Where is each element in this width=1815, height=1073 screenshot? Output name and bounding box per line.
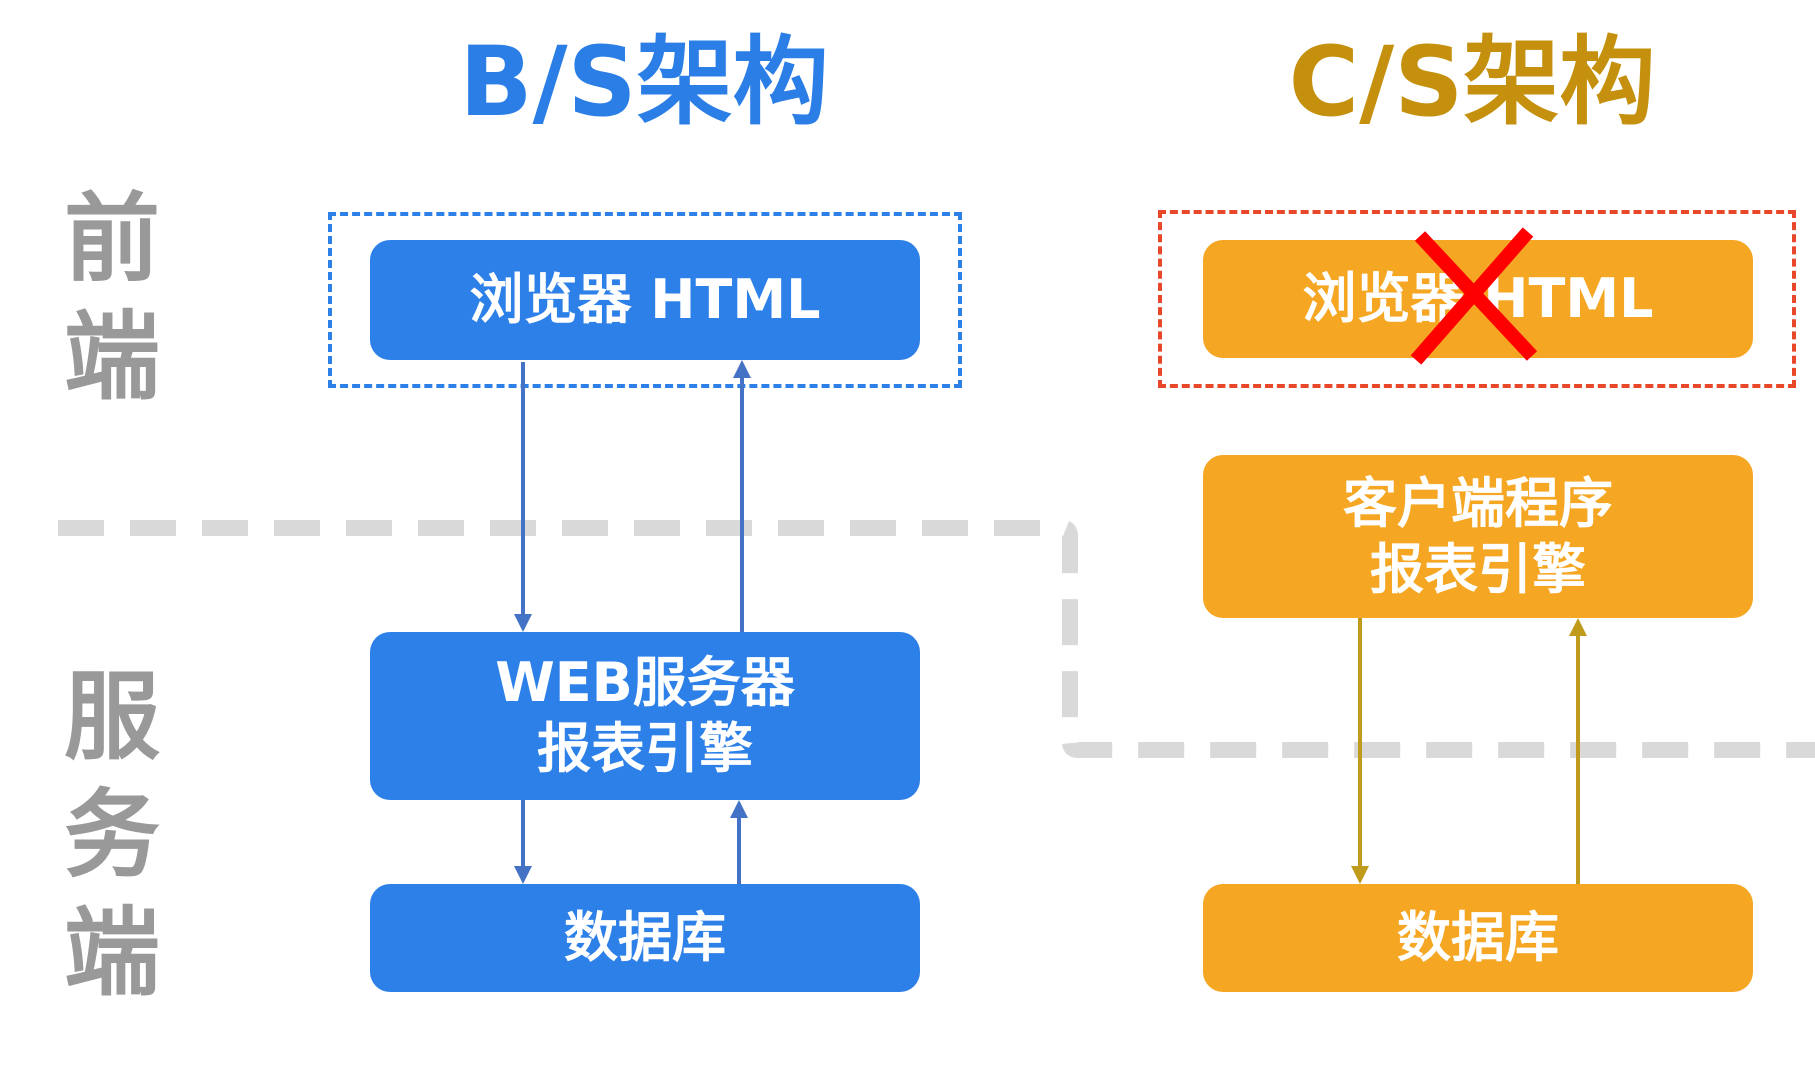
bs-arrows xyxy=(514,360,751,884)
cs-client-program-box: 客户端程序 报表引擎 xyxy=(1203,455,1753,618)
bs-frontend-frame xyxy=(328,212,962,388)
bs-db-to-web-arrowhead xyxy=(730,800,748,818)
frontend-label: 前端 xyxy=(64,183,160,413)
cs-database-label: 数据库 xyxy=(1397,906,1559,969)
bs-browser-to-web-arrowhead xyxy=(514,614,532,632)
bs-database-box: 数据库 xyxy=(370,884,920,992)
bs-web-server-box: WEB服务器 报表引擎 xyxy=(370,632,920,800)
bs-database-label: 数据库 xyxy=(564,906,726,969)
bs-report-engine-label: 报表引擎 xyxy=(537,717,753,780)
bs-architecture-title: B/S架构 xyxy=(459,26,829,138)
cs-client-program-label: 客户端程序 xyxy=(1343,471,1613,535)
frontend-server-divider xyxy=(58,520,1815,758)
cross-mark-icon xyxy=(1410,227,1538,365)
bs-web-server-label: WEB服务器 xyxy=(495,651,795,714)
cs-report-engine-label: 报表引擎 xyxy=(1370,537,1586,601)
cs-db-to-client-arrowhead xyxy=(1569,618,1587,636)
bs-web-to-browser-arrowhead xyxy=(733,360,751,378)
server-side-label: 服务端 xyxy=(64,661,160,1009)
cs-client-to-db-arrowhead xyxy=(1351,866,1369,884)
cs-frontend-frame xyxy=(1158,210,1796,388)
cs-arrows xyxy=(1351,618,1587,884)
bs-browser-label: 浏览器 HTML xyxy=(469,268,821,331)
cs-architecture-title: C/S架构 xyxy=(1288,26,1656,138)
cs-database-box: 数据库 xyxy=(1203,884,1753,992)
bs-web-to-db-arrowhead xyxy=(514,866,532,884)
bs-browser-box: 浏览器 HTML xyxy=(370,240,920,360)
